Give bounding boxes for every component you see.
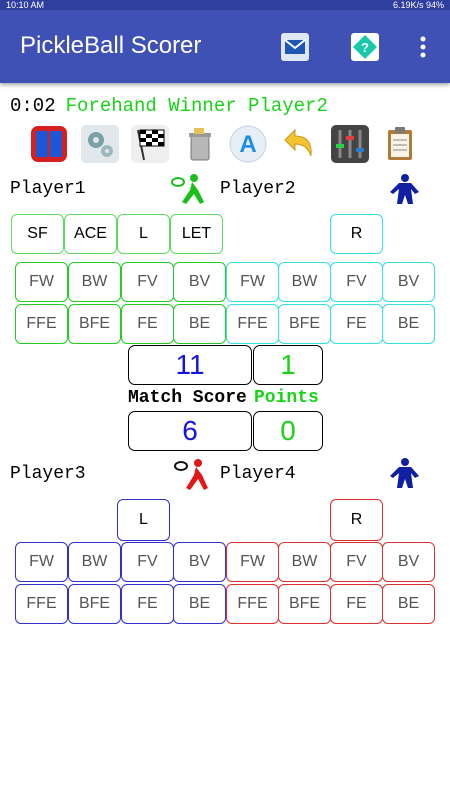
match-score-label: Match Score <box>128 388 247 408</box>
email-icon[interactable] <box>280 32 310 62</box>
team1-points: 11 <box>128 345 252 385</box>
system-status-bar: 10:10 AM 6.19K/s 94% <box>0 0 450 10</box>
p2-bfe-button[interactable]: BFE <box>278 304 331 344</box>
game-status-line: 0:02 Forehand Winner Player2 <box>10 95 328 117</box>
p3-bw-button[interactable]: BW <box>68 542 121 582</box>
sf-button[interactable]: SF <box>11 214 64 254</box>
clipboard-icon[interactable] <box>380 124 420 164</box>
settings-gears-icon[interactable] <box>80 124 120 164</box>
undo-icon[interactable] <box>279 124 319 164</box>
svg-text:A: A <box>239 131 256 158</box>
p2-ffe-button[interactable]: FFE <box>226 304 279 344</box>
auto-icon[interactable]: A <box>228 124 268 164</box>
player2-name: Player2 <box>220 179 296 199</box>
p1-fw-button[interactable]: FW <box>15 262 68 302</box>
player1-serving-icon <box>171 174 204 204</box>
p4-fw-button[interactable]: FW <box>226 542 279 582</box>
p4-bw-button[interactable]: BW <box>278 542 331 582</box>
system-indicators: 6.19K/s 94% <box>392 0 444 10</box>
points-label: Points <box>254 388 319 408</box>
p3-bfe-button[interactable]: BFE <box>68 584 121 624</box>
team2-match-score: 0 <box>253 411 323 451</box>
app-title: PickleBall Scorer <box>20 32 202 59</box>
p1-fe-button[interactable]: FE <box>121 304 174 344</box>
p3-fe-button[interactable]: FE <box>121 584 174 624</box>
p1-ffe-button[interactable]: FFE <box>15 304 68 344</box>
system-time: 10:10 AM <box>6 0 45 10</box>
player4-icon <box>390 458 419 488</box>
player1-name: Player1 <box>10 179 86 199</box>
p4-fe-button[interactable]: FE <box>330 584 383 624</box>
p3-fv-button[interactable]: FV <box>121 542 174 582</box>
team1-match-score: 6 <box>128 411 252 451</box>
p1-fv-button[interactable]: FV <box>121 262 174 302</box>
player3-serving-icon <box>172 456 214 492</box>
p2-be-button[interactable]: BE <box>382 304 435 344</box>
checkered-flag-icon[interactable] <box>130 124 170 164</box>
player2-icon <box>390 174 419 204</box>
p3-be-button[interactable]: BE <box>173 584 226 624</box>
p4-bv-button[interactable]: BV <box>382 542 435 582</box>
team2-points: 1 <box>253 345 323 385</box>
p2-bw-button[interactable]: BW <box>278 262 331 302</box>
trash-icon[interactable] <box>180 124 220 164</box>
player3-left-button[interactable]: L <box>117 499 170 541</box>
equalizer-icon[interactable] <box>330 124 370 164</box>
p1-bv-button[interactable]: BV <box>173 262 226 302</box>
p3-ffe-button[interactable]: FFE <box>15 584 68 624</box>
p1-be-button[interactable]: BE <box>173 304 226 344</box>
last-action-message: Forehand Winner Player2 <box>65 95 328 117</box>
ace-button[interactable]: ACE <box>64 214 117 254</box>
p3-fw-button[interactable]: FW <box>15 542 68 582</box>
p4-be-button[interactable]: BE <box>382 584 435 624</box>
app-bar: PickleBall Scorer ? <box>0 10 450 83</box>
p2-fw-button[interactable]: FW <box>226 262 279 302</box>
p2-fv-button[interactable]: FV <box>330 262 383 302</box>
player3-name: Player3 <box>10 464 86 484</box>
let-button[interactable]: LET <box>170 214 223 254</box>
p2-bv-button[interactable]: BV <box>382 262 435 302</box>
p1-bfe-button[interactable]: BFE <box>68 304 121 344</box>
player4-right-button[interactable]: R <box>330 499 383 541</box>
player1-left-button[interactable]: L <box>117 214 170 254</box>
p3-bv-button[interactable]: BV <box>173 542 226 582</box>
p1-bw-button[interactable]: BW <box>68 262 121 302</box>
help-icon[interactable]: ? <box>350 32 380 62</box>
court-icon[interactable] <box>29 124 69 164</box>
game-clock: 0:02 <box>10 95 56 117</box>
p4-fv-button[interactable]: FV <box>330 542 383 582</box>
svg-text:?: ? <box>361 40 369 55</box>
p2-fe-button[interactable]: FE <box>330 304 383 344</box>
p4-bfe-button[interactable]: BFE <box>278 584 331 624</box>
overflow-menu-icon[interactable] <box>408 32 438 62</box>
player2-right-button[interactable]: R <box>330 214 383 254</box>
player4-name: Player4 <box>220 464 296 484</box>
p4-ffe-button[interactable]: FFE <box>226 584 279 624</box>
